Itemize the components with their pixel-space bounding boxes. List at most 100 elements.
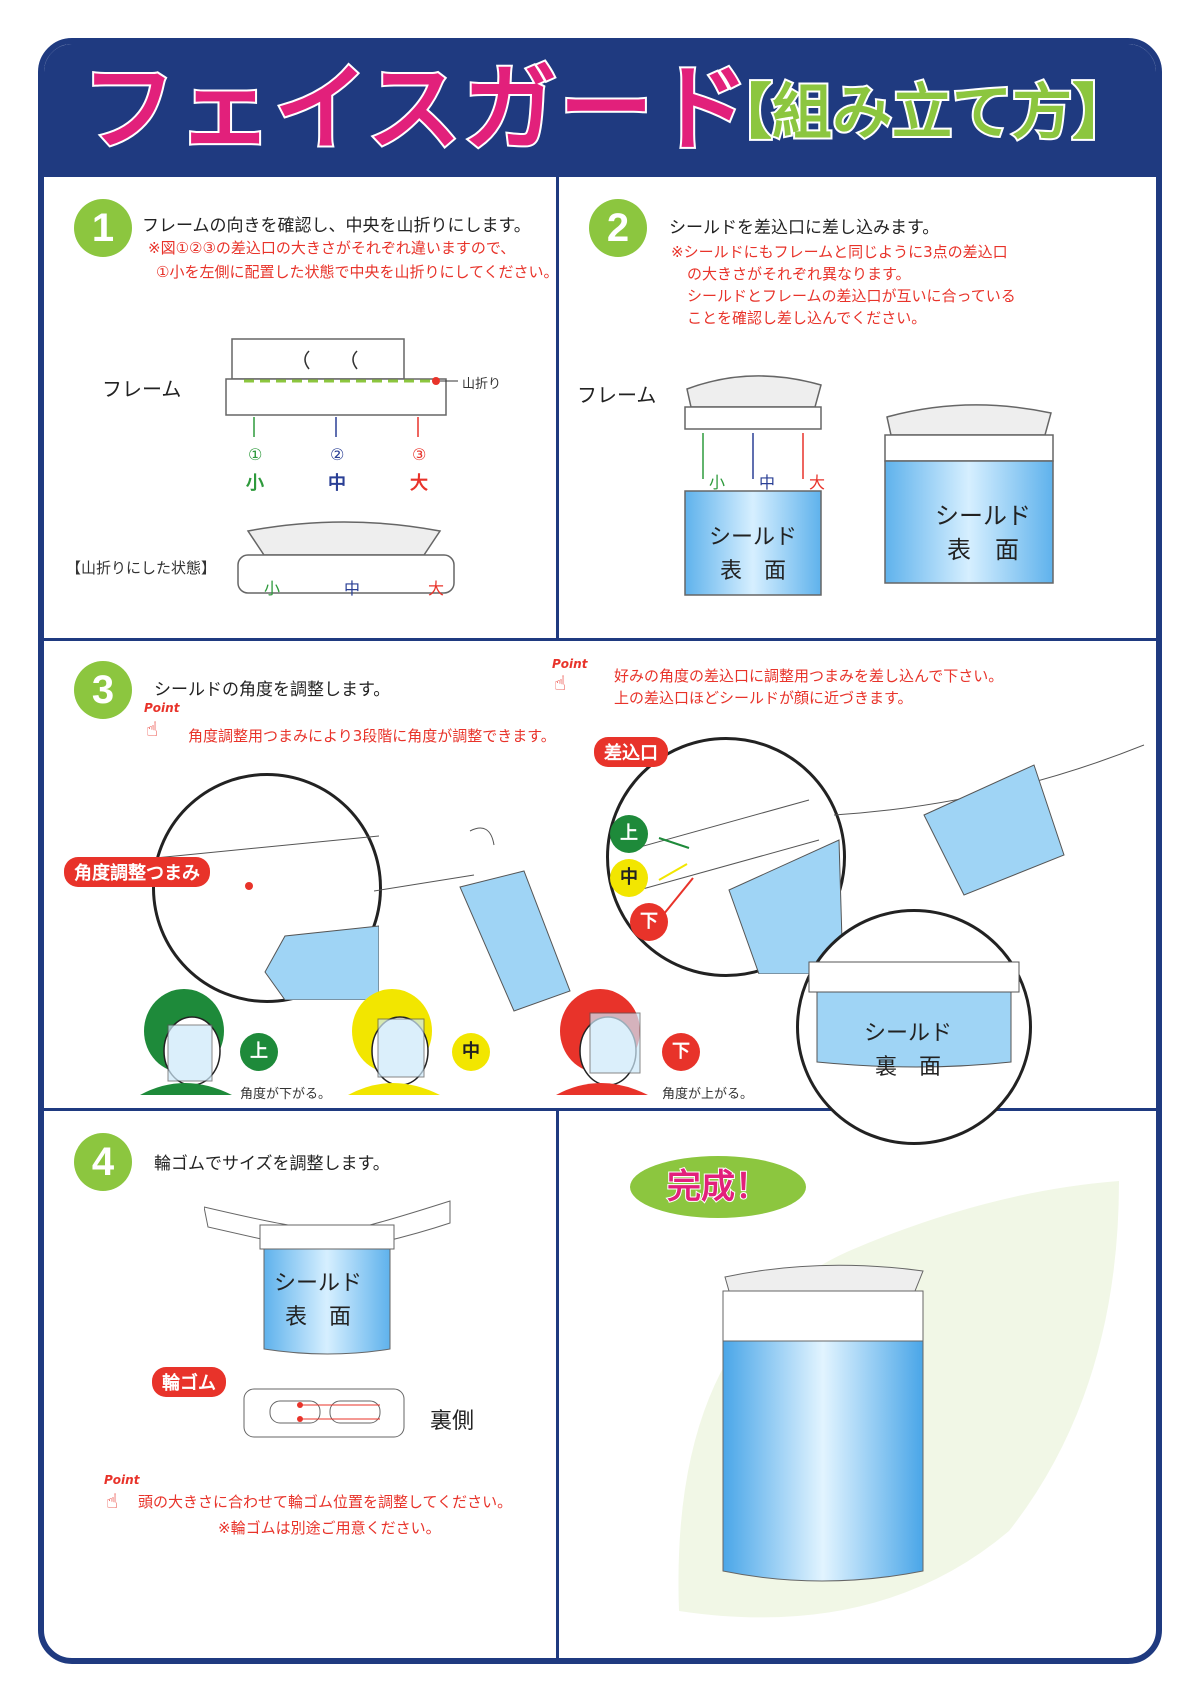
head-green-icon xyxy=(140,989,232,1095)
step1-instruction: フレームの向きを確認し、中央を山折りにします。 xyxy=(142,216,531,236)
knob-badge: 角度調整つまみ xyxy=(64,857,210,887)
angle-down-note: 角度が下がる。 xyxy=(240,1087,332,1102)
frame-hole-right xyxy=(352,350,358,370)
pointing-hand-icon-2: ☝ xyxy=(554,671,567,695)
head-yellow-icon xyxy=(348,989,440,1095)
complete-faceshield xyxy=(722,1264,924,1582)
step4-shield-diagram xyxy=(204,1200,451,1355)
knob-point xyxy=(245,882,253,890)
shield-back-label-line2: 裏 面 xyxy=(875,1055,942,1080)
step2-slot2-size: 中 xyxy=(759,473,776,492)
complete-frame-top xyxy=(724,1264,924,1292)
assembled-shield xyxy=(884,460,1054,584)
step2-assembly-diagram xyxy=(684,375,822,596)
back-side-label: 裏側 xyxy=(430,1409,475,1434)
header-divider xyxy=(44,174,1156,177)
step2-frame-top xyxy=(686,375,822,408)
folded-band xyxy=(237,554,455,594)
page-subtitle: 【組み立て方】 xyxy=(710,76,1134,150)
row1-bottom-divider xyxy=(44,638,1156,641)
step2-slot3-size: 大 xyxy=(809,473,826,492)
fold-point xyxy=(432,377,440,385)
step4-shield-label-line2: 表 面 xyxy=(285,1305,352,1330)
step4-frame-band xyxy=(259,1224,395,1250)
step2-note-line4: ことを確認し差し込んでください。 xyxy=(687,309,927,327)
shield-back-label: シールド 裏 面 xyxy=(864,1017,952,1085)
frame-hole-left xyxy=(304,350,310,370)
head-yellow-badge: 中 xyxy=(452,1033,490,1071)
step4-shield xyxy=(263,1248,391,1355)
step4-panel: 4 輪ゴムでサイズを調整します。 シールド 表 面 輪ゴム xyxy=(44,1111,556,1658)
step3-point2-word: Point xyxy=(552,657,588,671)
frame-folded-diagram xyxy=(237,521,455,594)
step4-point-text: 頭の大きさに合わせて輪ゴム位置を調整してください。 xyxy=(138,1493,513,1511)
slot3-size: 大 xyxy=(410,473,428,494)
slot2-number: ② xyxy=(330,445,345,464)
shield-back-drawing xyxy=(808,961,1020,1068)
level-upper-badge: 上 xyxy=(610,815,648,853)
step2-slot1-size: 小 xyxy=(709,473,726,492)
assembled-frame-band xyxy=(884,434,1054,462)
step3-point2-line2: 上の差込口ほどシールドが顔に近づきます。 xyxy=(614,689,913,707)
level-lower-badge: 下 xyxy=(630,903,668,941)
step4-number: 4 xyxy=(74,1133,132,1191)
tr-shield xyxy=(923,764,1065,896)
band-point-upper xyxy=(297,1402,303,1408)
folded-slot1: 小 xyxy=(264,579,281,598)
step3-number: 3 xyxy=(74,661,132,719)
step2-frame-band xyxy=(684,406,822,430)
side-frame-line xyxy=(374,874,475,892)
folded-top xyxy=(246,521,442,556)
frame-flat-diagram xyxy=(225,338,458,437)
complete-panel xyxy=(559,1111,1156,1658)
step1-frame-label: フレーム xyxy=(102,377,182,401)
level-middle-badge: 中 xyxy=(610,859,648,897)
side-shield xyxy=(459,870,571,1012)
step2-assembled-label-line1: シールド xyxy=(935,502,1031,530)
assembled-frame-top xyxy=(886,404,1052,436)
step4-point-note: ※輪ゴムは別途ご用意ください。 xyxy=(218,1519,441,1537)
step3-point2-line1: 好みの角度の差込口に調整用つまみを差し込んで下さい。 xyxy=(614,667,1004,685)
step2-frame-label: フレーム xyxy=(577,383,657,407)
knob-zoom-drawing xyxy=(154,835,380,1001)
step3-side-view xyxy=(374,827,571,1012)
step1-panel: 1 フレームの向きを確認し、中央を山折りにします。 ※図①②③の差込口の大きさが… xyxy=(44,177,559,637)
step4-point-word: Point xyxy=(104,1473,140,1487)
step2-note-line1: ※シールドにもフレームと同じように3点の差込口 xyxy=(671,243,1008,261)
step2-note-line2: の大きさがそれぞれ異なります。 xyxy=(687,265,911,283)
step2-assembled-label: シールド 表 面 xyxy=(935,499,1031,567)
band-slot-right xyxy=(329,1400,381,1424)
step3-panel: 3 シールドの角度を調整します。 Point ☝ 角度調整用つまみにより3段階に… xyxy=(44,641,1156,1145)
step3-point-word: Point xyxy=(144,701,180,715)
slot1-number: ① xyxy=(248,445,263,464)
complete-shield xyxy=(722,1340,924,1582)
step2-instruction: シールドを差込口に差し込みます。 xyxy=(669,218,940,238)
step3-top-right-view xyxy=(834,744,1145,896)
pointing-hand-icon: ☝ xyxy=(146,717,159,741)
slot-middle-leader xyxy=(658,863,688,881)
step1-number: 1 xyxy=(74,199,132,257)
pointing-hand-icon-3: ☝ xyxy=(106,1489,119,1513)
header-banner: フェイスガード 【組み立て方】 xyxy=(44,44,1156,174)
rubber-band-badge: 輪ゴム xyxy=(152,1367,226,1397)
row3-divider xyxy=(556,1108,559,1658)
band-point-lower xyxy=(297,1416,303,1422)
step4-shield-label-line1: シールド xyxy=(274,1271,363,1296)
angle-up-note: 角度が上がる。 xyxy=(662,1087,754,1102)
slots-frame-line-2 xyxy=(638,839,820,891)
slot1-size: 小 xyxy=(246,473,264,494)
instruction-sheet: フェイスガード 【組み立て方】 1 フレームの向きを確認し、中央を山折りにします… xyxy=(38,38,1162,1664)
step2-note-line3: シールドとフレームの差込口が互いに合っている xyxy=(687,287,1016,305)
page-title: フェイスガード xyxy=(80,55,752,164)
slot3-number: ③ xyxy=(412,445,427,464)
row2-bottom-divider xyxy=(44,1108,1156,1111)
shield-back-label-line1: シールド xyxy=(864,1021,953,1046)
row1-divider xyxy=(556,174,559,639)
step4-shield-label: シールド 表 面 xyxy=(274,1267,362,1335)
step4-instruction: 輪ゴムでサイズを調整します。 xyxy=(154,1154,390,1174)
zoom-frame-line xyxy=(154,835,380,859)
shield-back-zoom-circle xyxy=(796,909,1032,1145)
fold-label: 山折り xyxy=(462,377,502,392)
folded-slot2: 中 xyxy=(344,579,361,598)
slot2-size: 中 xyxy=(328,473,346,494)
